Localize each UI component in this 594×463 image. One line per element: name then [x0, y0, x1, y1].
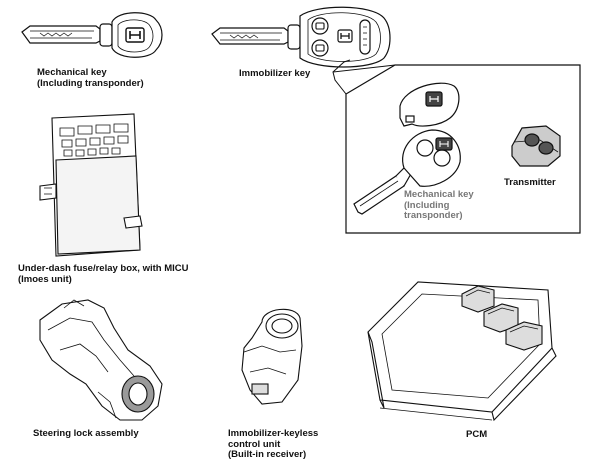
- steering-lock-drawing: [39, 299, 163, 421]
- label-immobilizer-key: Immobilizer key: [239, 68, 311, 79]
- pcm-drawing: [367, 281, 557, 422]
- label-mechanical-key: Mechanical key (Including transponder): [37, 67, 144, 89]
- label-fuse-box: Under-dash fuse/relay box, with MICU (Im…: [18, 263, 189, 285]
- mechanical-key-drawing: [21, 12, 163, 58]
- inset-mechanical-key-drawing: [353, 129, 461, 215]
- immobilizer-key-drawing: [211, 6, 391, 68]
- panic-button-icon: [359, 19, 371, 55]
- label-control-unit: Immobilizer-keyless control unit (Built-…: [228, 428, 319, 460]
- transmitter-drawing: [511, 125, 561, 167]
- inset-remote-drawing: [399, 82, 460, 127]
- pcm-connector-1: [461, 285, 495, 313]
- honda-logo-icon: [125, 27, 145, 43]
- label-transmitter: Transmitter: [504, 177, 556, 188]
- label-pcm: PCM: [466, 429, 488, 440]
- unlock-button-icon: [315, 44, 325, 52]
- pcm-connector-3: [505, 321, 543, 351]
- lock-button-icon: [315, 22, 325, 30]
- label-steering-lock: Steering lock assembly: [33, 428, 139, 439]
- control-unit-drawing: [241, 308, 303, 405]
- fuse-box-drawing: [39, 113, 143, 257]
- honda-logo-icon: [337, 29, 353, 43]
- label-inset-mechanical-key: Mechanical key (Including transponder): [404, 189, 474, 221]
- inset-callout-box: [332, 59, 581, 234]
